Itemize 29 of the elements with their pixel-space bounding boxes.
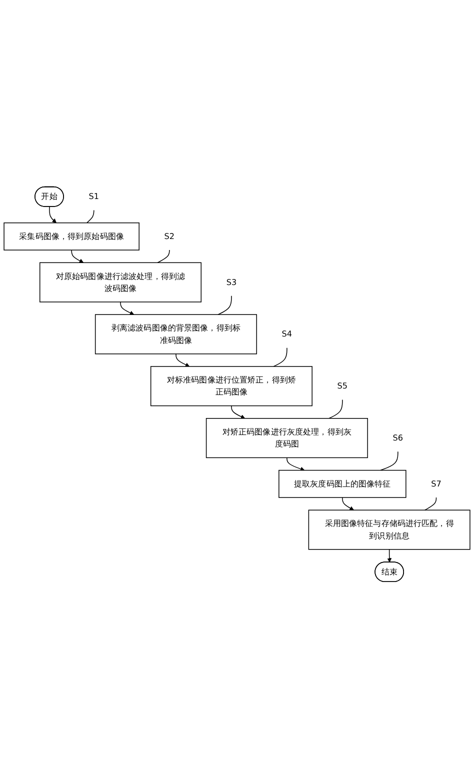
node-box: 采集码图像，得到原始码图像	[4, 222, 140, 251]
node-text: S3	[226, 277, 237, 287]
connector	[86, 210, 94, 224]
arrow	[71, 250, 84, 263]
node-text: S6	[392, 433, 404, 443]
node-text: S5	[337, 381, 348, 391]
arrow	[342, 497, 354, 510]
arrow	[231, 406, 246, 419]
connector	[273, 348, 288, 367]
node-text: S2	[164, 232, 175, 242]
node-box: 对原始码图像进行滤波处理，得到滤波码图像	[39, 262, 202, 302]
arrow	[120, 302, 134, 316]
connector	[380, 451, 398, 471]
connector	[328, 400, 343, 419]
arrow	[387, 549, 392, 563]
node-box: 对标准码图像进行位置矫正，得到矫正码图像	[150, 366, 312, 406]
node-box: 剥离滤波码图像的背景图像，得到标准码图像	[94, 314, 257, 354]
connector	[157, 250, 170, 264]
arrow	[176, 354, 190, 367]
node-box: 对矫正码图像进行灰度处理，得到灰度码图	[206, 418, 368, 458]
connector	[218, 296, 232, 316]
node-box: 提取灰度码图上的图像特征	[278, 470, 406, 498]
arrow	[49, 206, 57, 224]
node-text: S1	[88, 192, 100, 202]
node-text: S4	[282, 329, 292, 339]
arrow	[286, 457, 305, 472]
node-box: 采用图像特征与存储码进行匹配，得到识别信息	[308, 510, 470, 550]
node-text: S7	[431, 479, 442, 489]
connector	[424, 497, 437, 511]
